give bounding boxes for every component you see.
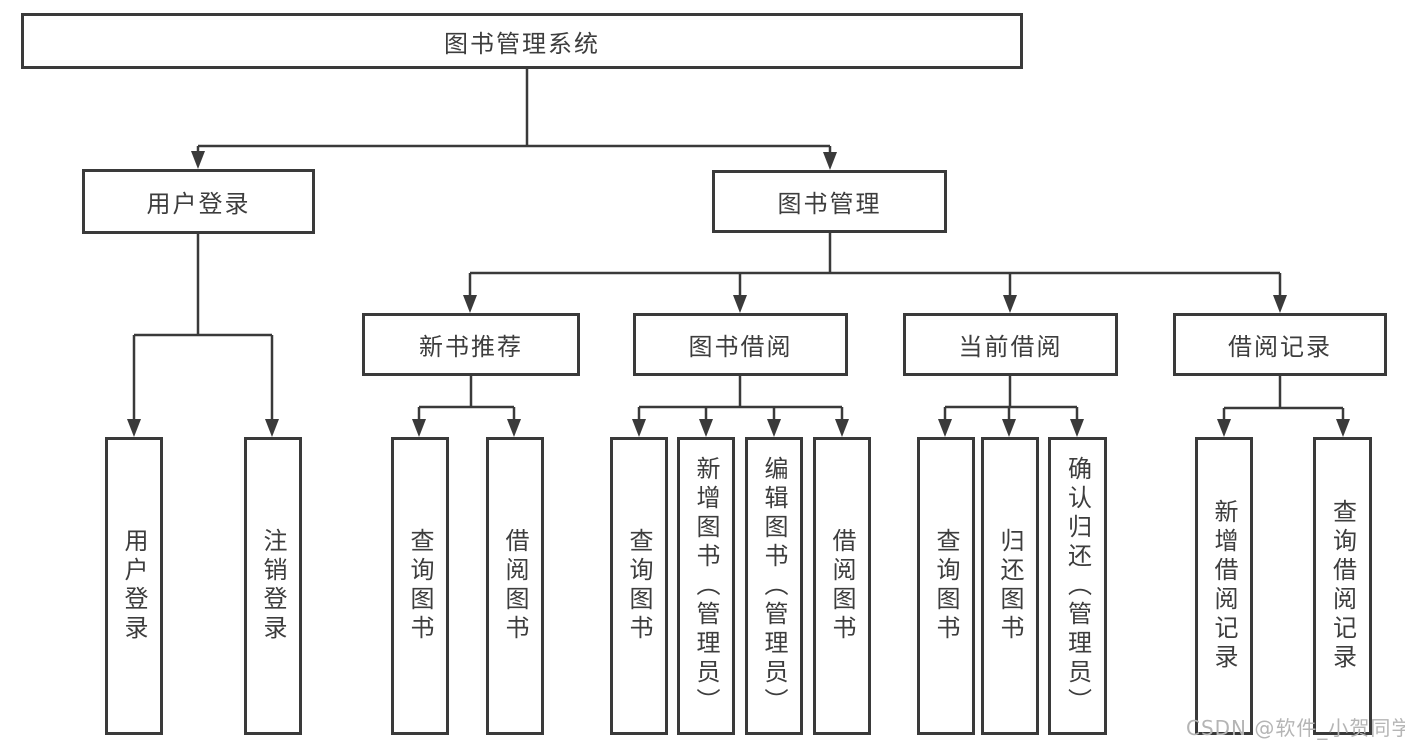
csdn-watermark: CSDN @软件_小贺同学 [1186,716,1405,740]
leaf-user-login-label: 用户登录 [120,528,148,644]
leaf-newbook-borrow-books-label: 借阅图书 [501,528,529,644]
leaf-logout: 注销登录 [244,437,302,735]
node-user-login-label: 用户登录 [146,190,251,218]
connector-book-borrow-to-leaves [632,376,849,437]
leaf-newbook-borrow-books: 借阅图书 [486,437,544,735]
connector-borrow-record-to-leaves [1217,376,1350,437]
leaf-borrow-books: 借阅图书 [813,437,871,735]
leaf-logout-label: 注销登录 [259,528,287,644]
leaf-return-books-label: 归还图书 [996,528,1024,644]
connector-root-to-level2 [191,69,837,170]
leaf-add-books-admin: 新增图书（管理员） [677,437,735,735]
node-borrow-record-label: 借阅记录 [1228,333,1332,361]
leaf-current-query-books-label: 查询图书 [932,528,960,644]
node-user-login: 用户登录 [82,169,315,234]
leaf-add-borrow-record-label: 新增借阅记录 [1210,499,1238,673]
leaf-borrow-books-label: 借阅图书 [828,528,856,644]
leaf-query-borrow-record-label: 查询借阅记录 [1328,499,1357,673]
leaf-query-borrow-record: 查询借阅记录 [1313,437,1372,735]
leaf-current-query-books: 查询图书 [917,437,975,735]
connector-user-login-to-leaves [127,234,279,437]
leaf-edit-books-admin-label: 编辑图书（管理员） [760,455,788,717]
connector-new-book-to-leaves [412,376,521,437]
node-book-borrow-label: 图书借阅 [688,333,793,361]
node-current-borrow: 当前借阅 [903,313,1118,376]
node-book-management: 图书管理 [712,170,947,233]
leaf-confirm-return-admin: 确认归还（管理员） [1048,437,1107,735]
leaf-confirm-return-admin-label: 确认归还（管理员） [1063,455,1092,717]
connector-book-mgmt-to-level3 [463,233,1287,313]
leaf-add-borrow-record: 新增借阅记录 [1195,437,1253,735]
node-new-book-recommend-label: 新书推荐 [419,333,523,361]
connector-current-borrow-to-leaves [938,376,1084,437]
leaf-user-login: 用户登录 [105,437,163,735]
leaf-borrow-query-books: 查询图书 [610,437,668,735]
leaf-edit-books-admin: 编辑图书（管理员） [745,437,803,735]
node-book-borrow: 图书借阅 [633,313,848,376]
leaf-borrow-query-books-label: 查询图书 [625,528,653,644]
leaf-return-books: 归还图书 [981,437,1039,735]
leaf-newbook-query-books: 查询图书 [391,437,449,735]
leaf-newbook-query-books-label: 查询图书 [406,528,434,644]
node-borrow-record: 借阅记录 [1173,313,1387,376]
node-library-system-label: 图书管理系统 [444,29,600,58]
node-book-management-label: 图书管理 [777,190,882,218]
node-current-borrow-label: 当前借阅 [958,333,1063,361]
node-library-system: 图书管理系统 [21,13,1023,69]
node-new-book-recommend: 新书推荐 [362,313,580,376]
leaf-add-books-admin-label: 新增图书（管理员） [692,455,720,717]
